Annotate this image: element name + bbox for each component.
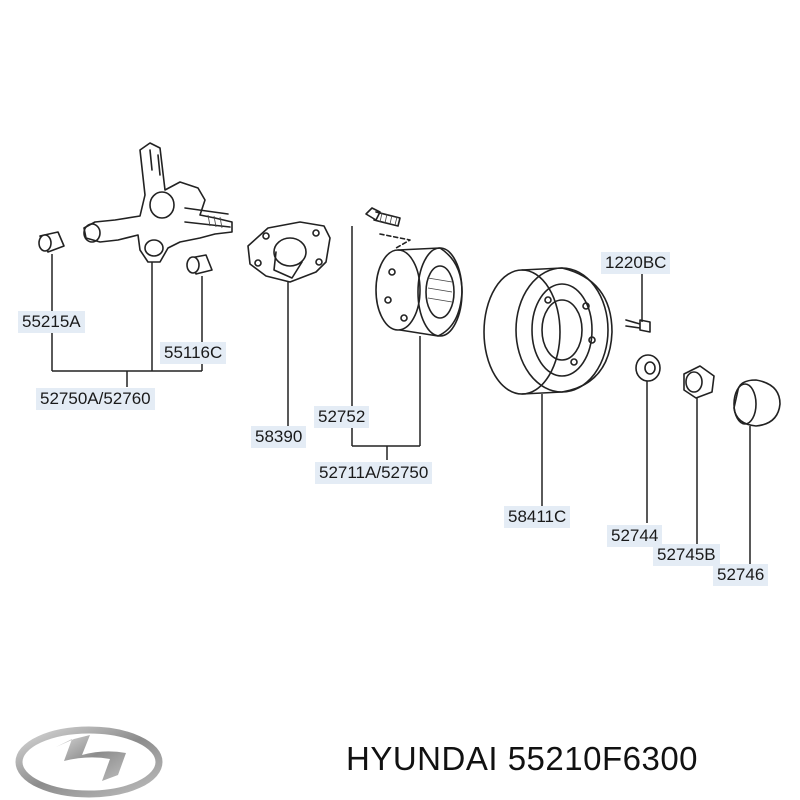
backing-plate-58390 xyxy=(247,221,331,283)
washer-52744 xyxy=(635,354,661,382)
label-55116c: 55116C xyxy=(160,342,227,364)
brand-name: HYUNDAI xyxy=(346,740,499,777)
bushing-55116c xyxy=(186,254,213,275)
label-1220bc: 1220BC xyxy=(601,252,671,274)
brake-drum-58411c xyxy=(483,267,613,395)
label-52746: 52746 xyxy=(713,564,769,586)
hub-assembly xyxy=(375,247,463,337)
cap-52746 xyxy=(733,379,781,427)
label-52711a-52750: 52711A/52750 xyxy=(315,462,433,484)
label-52752: 52752 xyxy=(314,406,370,428)
bushing-55215a xyxy=(38,231,65,253)
label-58390: 58390 xyxy=(251,426,307,448)
part-caption: HYUNDAI 55210F6300 xyxy=(346,740,698,778)
screw-1220bc xyxy=(625,319,651,333)
hyundai-logo-icon xyxy=(15,726,163,798)
nut-52745b xyxy=(683,365,715,399)
label-52745b: 52745B xyxy=(653,544,720,566)
steering-knuckle xyxy=(83,142,233,263)
part-number: 55210F6300 xyxy=(507,740,699,777)
label-55215a: 55215A xyxy=(18,311,85,333)
label-52744: 52744 xyxy=(607,525,663,547)
hub-bolt-52752 xyxy=(365,207,411,249)
label-52750a-52760: 52750A/52760 xyxy=(36,388,155,410)
label-58411c: 58411C xyxy=(504,506,571,528)
